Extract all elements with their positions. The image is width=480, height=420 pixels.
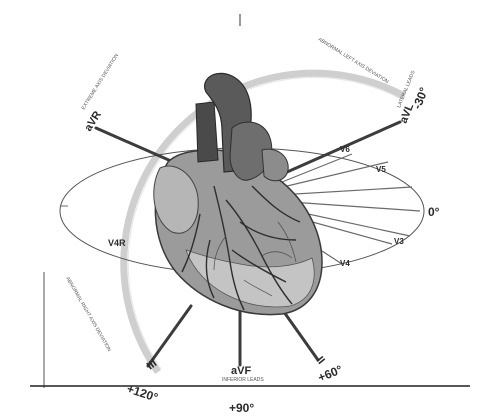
heart-svc bbox=[196, 102, 218, 162]
label-v4r: V4R bbox=[108, 238, 126, 248]
arc-label-extreme: EXTREME AXIS DEVIATION bbox=[81, 53, 121, 111]
deg-plus120: +120° bbox=[125, 382, 160, 405]
label-v5: V5 bbox=[376, 165, 386, 174]
deg-zero: 0° bbox=[428, 205, 440, 219]
deg-plus60: +60° bbox=[316, 362, 345, 384]
label-v6: V6 bbox=[340, 145, 350, 154]
lead-line-iii bbox=[148, 306, 191, 366]
deg-minus30: -30° bbox=[410, 85, 431, 111]
label-v3: V3 bbox=[394, 237, 404, 246]
label-v4: V4 bbox=[340, 259, 350, 268]
lead-line-ii bbox=[284, 312, 318, 360]
deg-plus90: +90° bbox=[229, 401, 254, 415]
label-inferior-leads: INFERIOR LEADS bbox=[222, 377, 264, 383]
label-avf: aVF bbox=[231, 365, 251, 377]
heart-left-appendage bbox=[262, 149, 288, 181]
arc-label-right: ABNORMAL RIGHT AXIS DEVIATION bbox=[64, 276, 112, 353]
